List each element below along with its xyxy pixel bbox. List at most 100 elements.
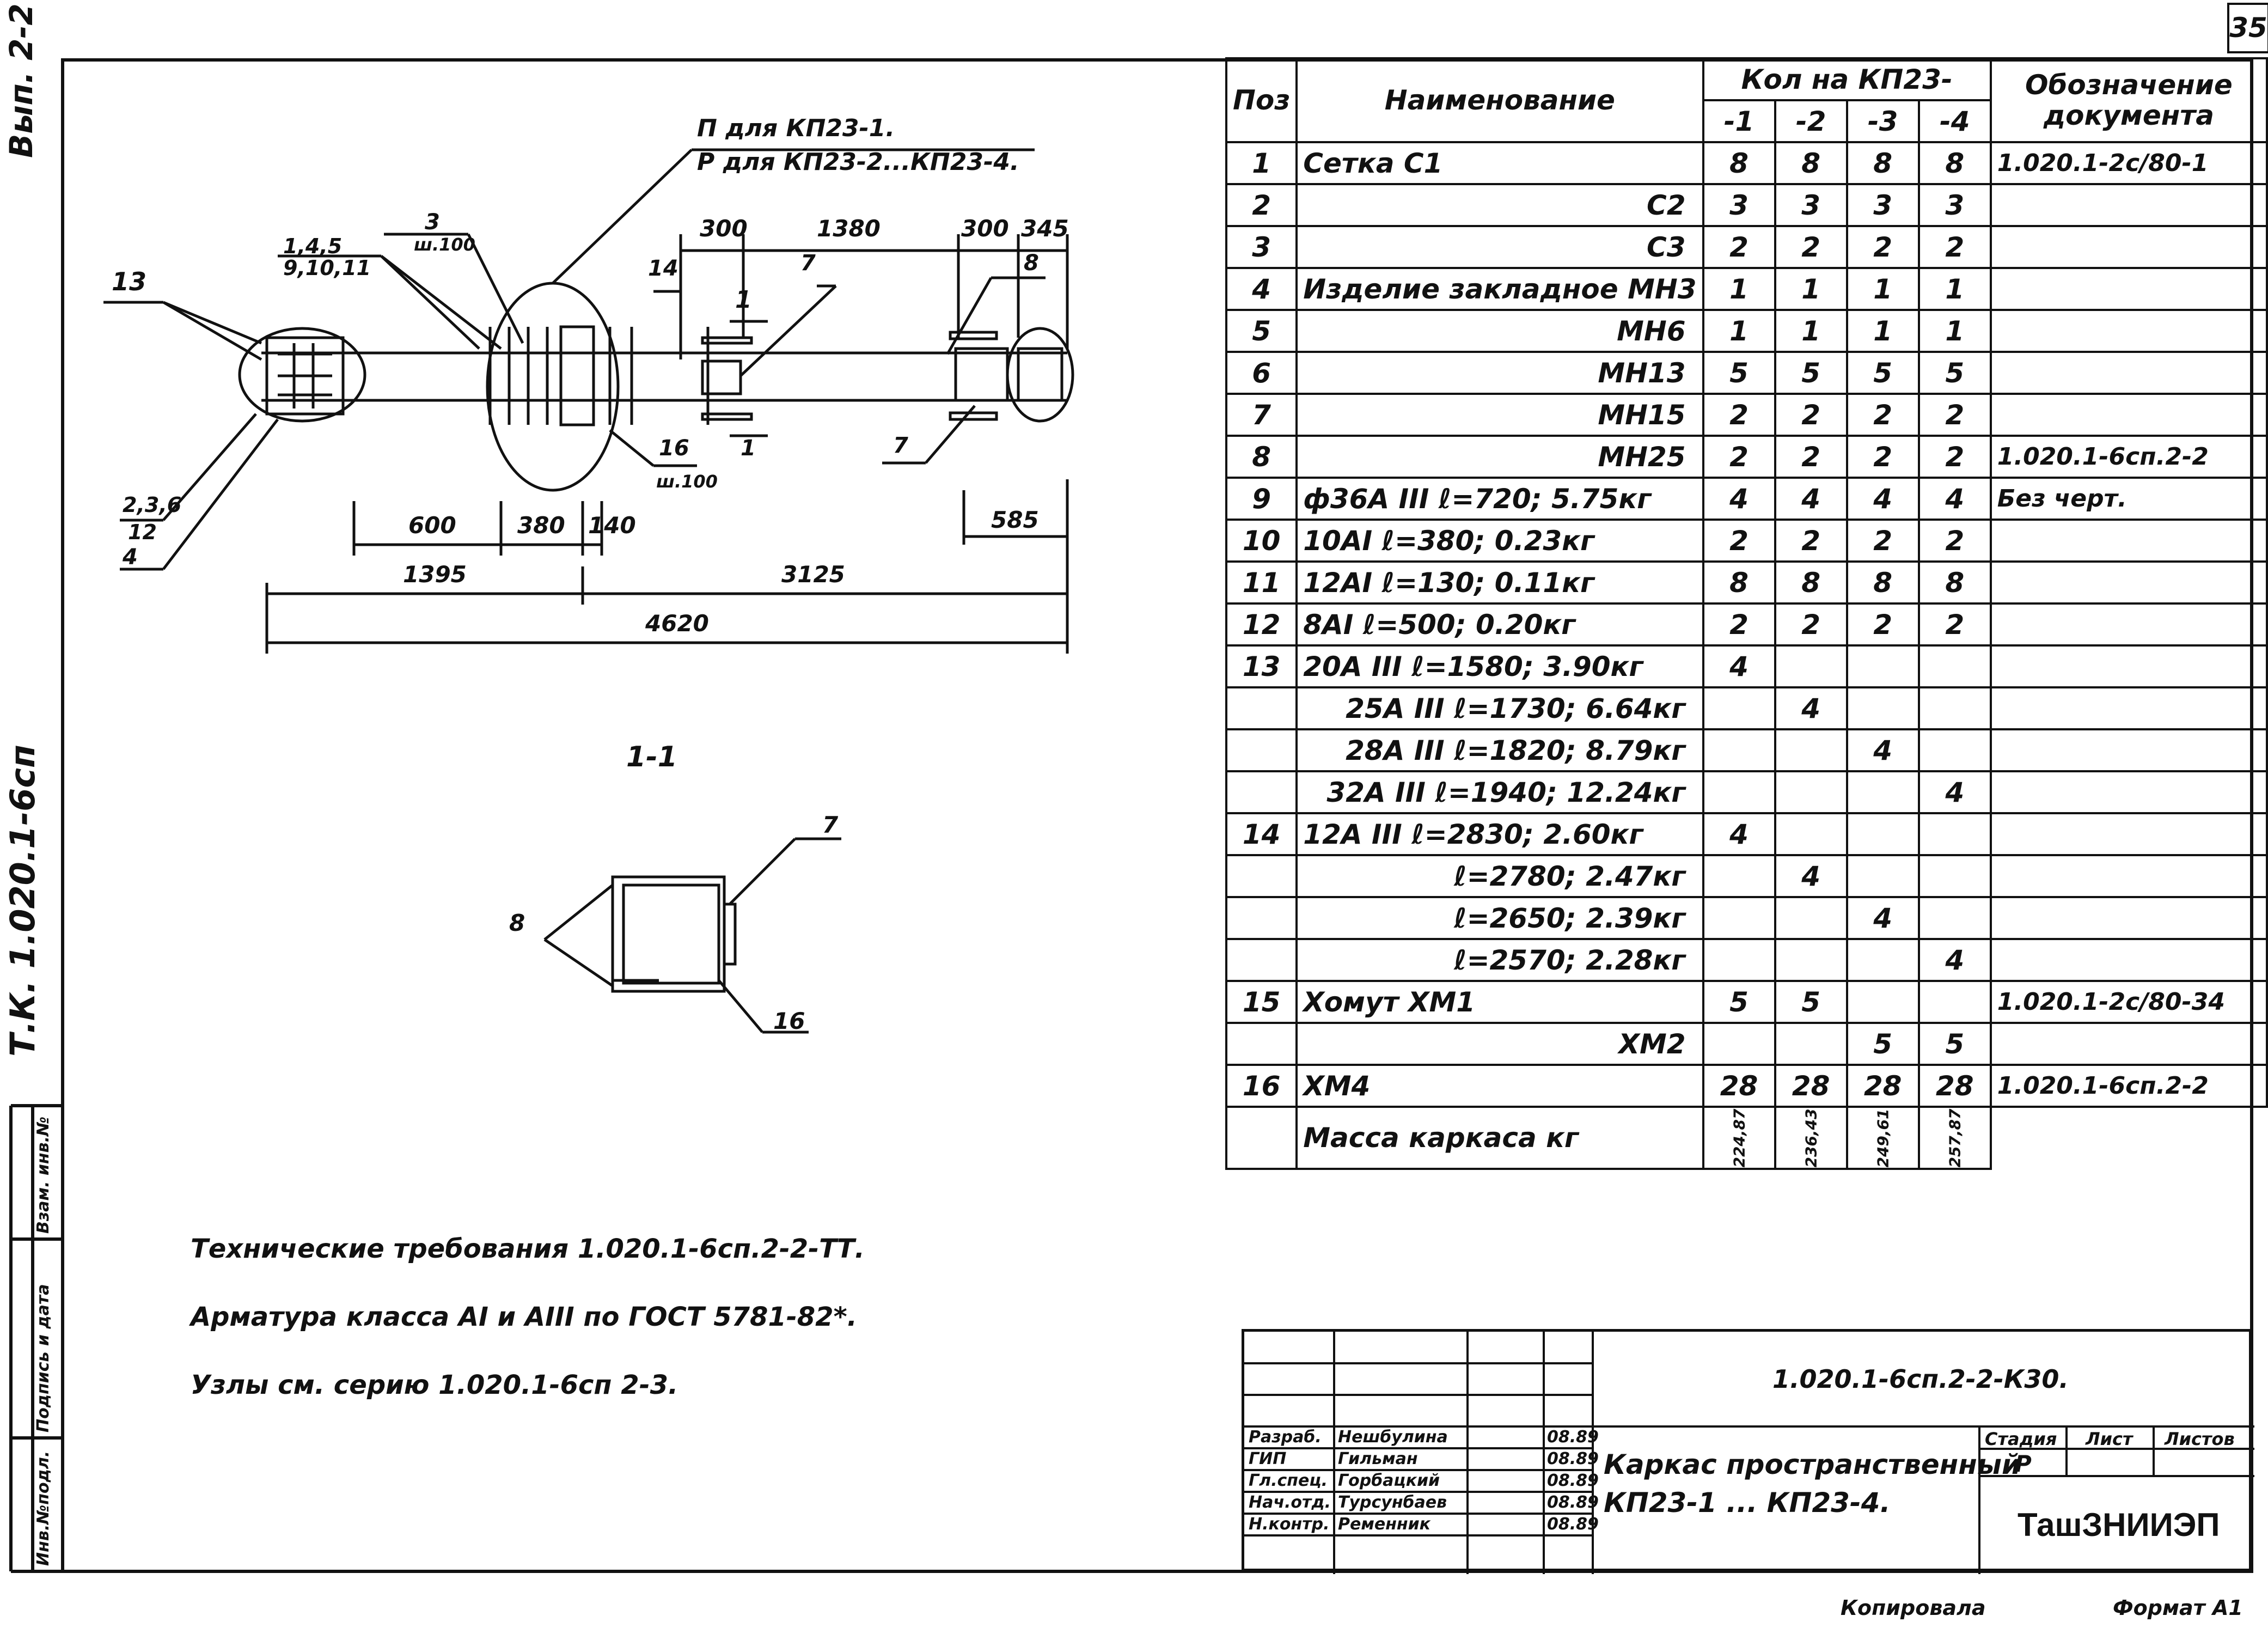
sect-label: 1 [735, 286, 752, 314]
col-qty-4: -4 [1917, 99, 1992, 143]
note-2: Арматура класса АI и АIII по ГОСТ 5781-8… [191, 1302, 857, 1332]
spec-pos [1225, 686, 1298, 730]
spec-name: ℓ=2780; 2.47кг [1295, 854, 1704, 898]
spec-qty-2: 1 [1774, 267, 1848, 311]
mass-3: 249,61 [1845, 1106, 1920, 1170]
spec-qty-3: 5 [1845, 351, 1920, 395]
spec-qty-4 [1917, 812, 1992, 856]
spec-doc [1989, 351, 2268, 395]
spec-pos: 7 [1225, 393, 1298, 437]
spec-doc [1989, 393, 2268, 437]
spec-doc [1989, 938, 2268, 982]
spec-qty-2: 5 [1774, 351, 1848, 395]
dim-total-4620: 4620 [645, 610, 709, 637]
spec-qty-4: 2 [1917, 519, 1992, 563]
spec-doc: Без черт. [1989, 477, 2268, 521]
spec-pos [1225, 938, 1298, 982]
spec-doc [1989, 519, 2268, 563]
spec-qty-3 [1845, 644, 1920, 688]
spec-name: ф36А III ℓ=720; 5.75кг [1295, 477, 1704, 521]
tb-name: Турсунбаев [1338, 1493, 1447, 1512]
spec-qty-3 [1845, 812, 1920, 856]
spec-qty-1: 2 [1702, 435, 1776, 479]
tb-role: Н.контр. [1249, 1515, 1330, 1534]
spec-name: 10АI ℓ=380; 0.23кг [1295, 519, 1704, 563]
mass-pos [1225, 1106, 1298, 1170]
spec-pos: 10 [1225, 519, 1298, 563]
spec-pos: 6 [1225, 351, 1298, 395]
spec-doc [1989, 183, 2268, 227]
spec-name: 25А III ℓ=1730; 6.64кг [1295, 686, 1704, 730]
tb-name: Нешбулина [1338, 1428, 1448, 1447]
spec-qty-2 [1774, 1022, 1848, 1066]
spec-name: МН13 [1295, 351, 1704, 395]
spec-qty-2 [1774, 770, 1848, 814]
spec-name: 32А III ℓ=1940; 12.24кг [1295, 770, 1704, 814]
dim-bot-380: 380 [517, 512, 565, 539]
spec-doc [1989, 854, 2268, 898]
spec-doc [1989, 1022, 2268, 1066]
spec-qty-4: 8 [1917, 560, 1992, 605]
stamp-label-3: Взам. инв.№ [34, 1116, 53, 1234]
note-3: Узлы см. серию 1.020.1-6сп 2-3. [191, 1370, 678, 1400]
spec-qty-1: 1 [1702, 267, 1776, 311]
spec-name: 8АI ℓ=500; 0.20кг [1295, 602, 1704, 647]
spec-qty-1: 5 [1702, 351, 1776, 395]
spec-qty-3: 4 [1845, 896, 1920, 940]
spec-qty-3: 2 [1845, 519, 1920, 563]
pos-label-145: 1,4,5 [283, 234, 343, 258]
spec-pos: 3 [1225, 225, 1298, 269]
spec-name: 12А III ℓ=2830; 2.60кг [1295, 812, 1704, 856]
col-qty-1: -1 [1702, 99, 1776, 143]
callout-r: Р для КП23-2...КП23-4. [697, 148, 1019, 176]
spec-name: ℓ=2650; 2.39кг [1295, 896, 1704, 940]
spec-doc [1989, 267, 2268, 311]
mass-4: 257,87 [1917, 1106, 1992, 1170]
spec-qty-1: 8 [1702, 560, 1776, 605]
spec-qty-1: 2 [1702, 225, 1776, 269]
spec-qty-4: 2 [1917, 393, 1992, 437]
tb-date: 08.89 [1547, 1449, 1599, 1468]
spec-qty-2: 4 [1774, 477, 1848, 521]
tb-name: Ременник [1338, 1515, 1431, 1534]
spec-doc: 1.020.1-6сп.2-2 [1989, 435, 2268, 479]
spec-doc [1989, 812, 2268, 856]
note-1: Технические требования 1.020.1-6сп.2-2-Т… [191, 1234, 865, 1264]
spec-qty-1: 2 [1702, 602, 1776, 647]
spec-qty-4: 8 [1917, 141, 1992, 185]
pos-label-16: 16 [659, 436, 689, 461]
spec-qty-4: 4 [1917, 477, 1992, 521]
pos-label-sh100b: ш.100 [656, 471, 718, 492]
spec-pos: 9 [1225, 477, 1298, 521]
spec-pos: 12 [1225, 602, 1298, 647]
pos-label-8: 8 [1024, 251, 1039, 276]
spec-qty-1: 8 [1702, 141, 1776, 185]
spec-qty-4 [1917, 980, 1992, 1024]
mass-1-text: 224,87 [1730, 1108, 1749, 1168]
spec-name: ХМ4 [1295, 1064, 1704, 1108]
title-block: 1.020.1-6сп.2-2-К30. Каркас пространстве… [1242, 1329, 2254, 1574]
tb-date: 08.89 [1547, 1428, 1599, 1447]
spec-qty-4 [1917, 854, 1992, 898]
spec-mass-row: Масса каркаса кг 224,87 236,43 249,61 25… [1225, 1106, 2267, 1170]
spec-qty-2: 5 [1774, 980, 1848, 1024]
spec-qty-4: 3 [1917, 183, 1992, 227]
spec-table: Поз Наименование Кол на КП23- Обозначени… [1225, 57, 2268, 1170]
spec-qty-2: 4 [1774, 686, 1848, 730]
spec-header-row: Поз Наименование Кол на КП23- Обозначени… [1225, 57, 2268, 143]
spec-doc [1989, 560, 2268, 605]
spec-qty-4: 2 [1917, 602, 1992, 647]
spec-doc [1989, 602, 2268, 647]
spec-qty-1 [1702, 770, 1776, 814]
tb-title-1: Каркас пространственный [1604, 1449, 2021, 1480]
col-qty-3: -3 [1845, 99, 1920, 143]
